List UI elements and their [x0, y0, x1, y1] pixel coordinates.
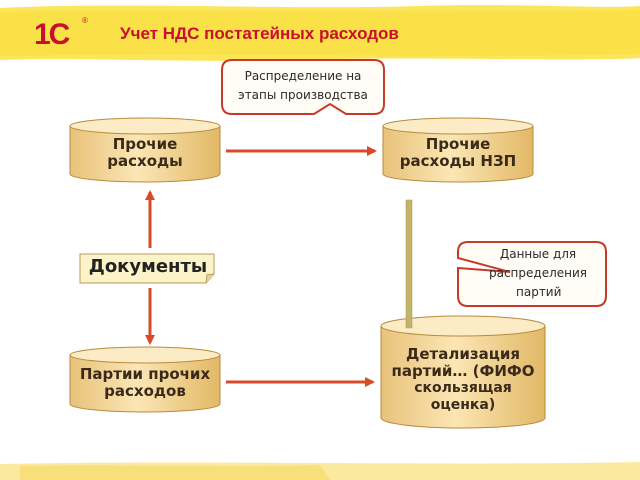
footer-band: [0, 462, 640, 480]
connector-wip-detail: [405, 199, 413, 329]
logo-registered-mark: ®: [82, 16, 88, 25]
cylinder-other-expenses-wip: [382, 117, 534, 183]
node-detail-line4: оценка): [430, 397, 496, 413]
node-other-expenses-wip-line1: Прочие: [425, 135, 491, 153]
node-other-expenses-line1: Прочие: [112, 135, 178, 153]
node-documents-label: Документы: [88, 256, 208, 277]
documents-shape: [79, 253, 215, 284]
node-batches-line1: Партии прочих: [79, 365, 211, 383]
slide-title: Учет НДС постатейных расходов: [120, 24, 399, 43]
header-band: [0, 5, 640, 61]
callout-distribution-text: Распределение на этапы производства: [222, 67, 384, 105]
callout-distribution-shape: [221, 59, 385, 115]
node-detail-line2: партий… (ФИФО: [391, 362, 535, 380]
callout-batch-data-line2: распределения: [488, 266, 587, 280]
node-detail-label: Детализация партий… (ФИФО скользящая оце…: [381, 346, 545, 414]
node-other-expenses-wip-label: Прочие расходы НЗП: [383, 136, 533, 170]
callout-batch-data-text: Данные для распределения партий: [464, 245, 612, 302]
node-batches-label: Партии прочих расходов: [70, 366, 220, 400]
callout-distribution-line2: этапы производства: [238, 88, 368, 102]
node-detail-line1: Детализация: [406, 345, 520, 363]
logo-1c: 1С: [34, 18, 70, 51]
node-detail-line3: скользящая: [414, 380, 512, 396]
callout-batch-data-line3: партий: [516, 285, 562, 299]
node-other-expenses-wip-line2: расходы НЗП: [399, 152, 517, 170]
node-batches-line2: расходов: [104, 382, 186, 400]
cylinder-batch-detail: [380, 315, 546, 429]
callout-batch-data-line1: Данные для: [499, 247, 577, 261]
cylinder-other-expenses: [69, 117, 221, 183]
node-other-expenses-line2: расходы: [107, 152, 183, 170]
callout-distribution-line1: Распределение на: [244, 69, 362, 83]
callout-batch-data-shape: [457, 241, 607, 307]
cylinder-expense-batches: [69, 346, 221, 413]
node-other-expenses-label: Прочие расходы: [70, 136, 220, 170]
